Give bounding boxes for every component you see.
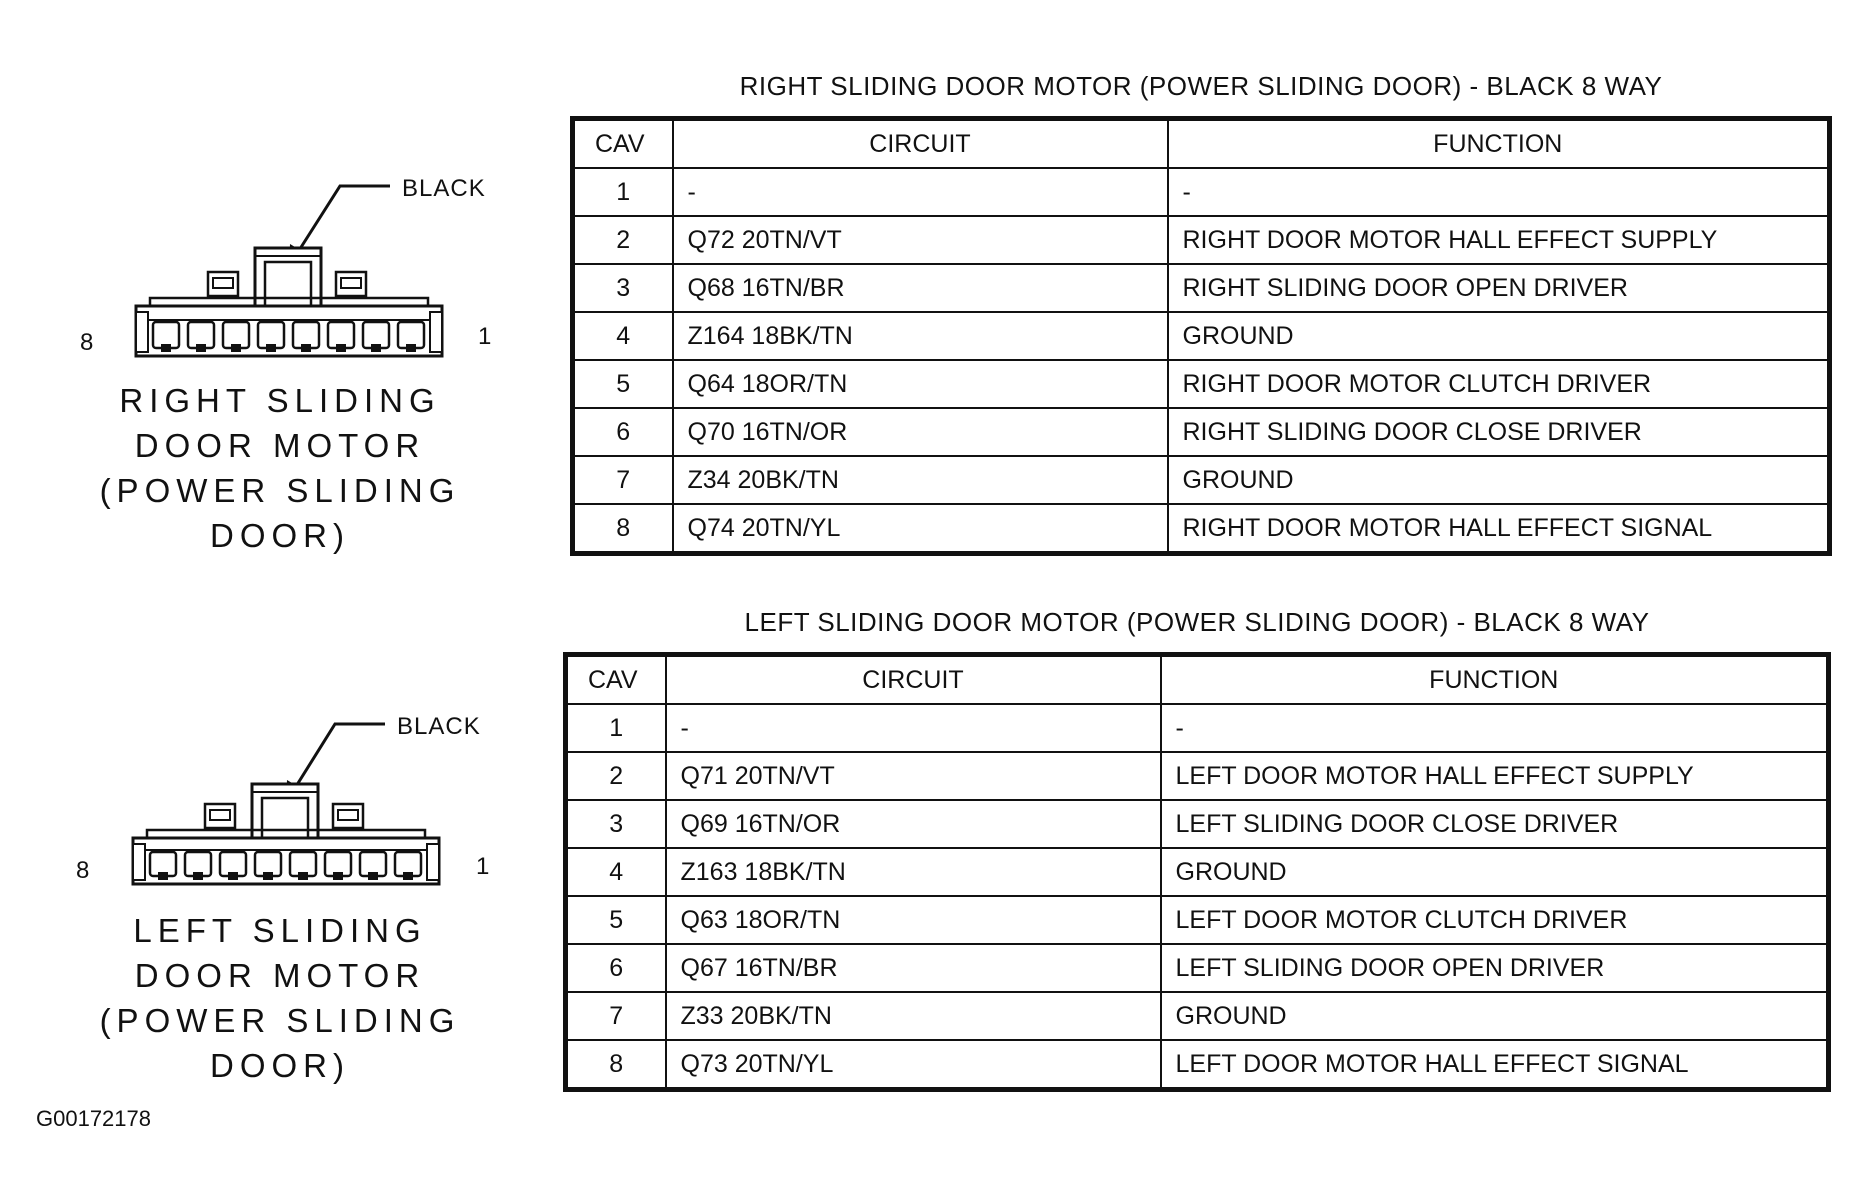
function-cell: RIGHT SLIDING DOOR OPEN DRIVER xyxy=(1166,263,1831,313)
pin-right-label: 1 xyxy=(478,323,491,350)
cav-cell: 2 xyxy=(564,751,667,801)
connector-color-label: BLACK xyxy=(397,713,481,740)
function-cell: - xyxy=(1166,167,1831,217)
function-cell: RIGHT SLIDING DOOR CLOSE DRIVER xyxy=(1166,407,1831,457)
circuit-cell: - xyxy=(664,703,1162,753)
cav-cell: 5 xyxy=(564,895,667,945)
table-header-row: CAV CIRCUIT FUNCTION xyxy=(564,653,1830,705)
function-cell: RIGHT DOOR MOTOR CLUTCH DRIVER xyxy=(1166,359,1831,409)
circuit-cell: Z33 20BK/TN xyxy=(664,991,1162,1041)
function-cell: GROUND xyxy=(1166,455,1831,505)
header-circuit: CIRCUIT xyxy=(664,653,1162,705)
circuit-cell: Z34 20BK/TN xyxy=(671,455,1169,505)
connector-title-line-3: (POWER SLIDING DOOR) xyxy=(99,472,461,554)
cav-cell: 8 xyxy=(571,503,674,555)
header-cav: CAV xyxy=(564,653,667,705)
table-row: 1-- xyxy=(571,167,1831,217)
table-header-row: CAV CIRCUIT FUNCTION xyxy=(571,117,1831,169)
circuit-cell: Q64 18OR/TN xyxy=(671,359,1169,409)
function-cell: LEFT DOOR MOTOR CLUTCH DRIVER xyxy=(1159,895,1830,945)
function-cell: RIGHT DOOR MOTOR HALL EFFECT SIGNAL xyxy=(1166,503,1831,555)
header-circuit: CIRCUIT xyxy=(671,117,1169,169)
circuit-cell: Q67 16TN/BR xyxy=(664,943,1162,993)
header-function: FUNCTION xyxy=(1166,117,1831,169)
cav-cell: 1 xyxy=(564,703,667,753)
circuit-cell: Q71 20TN/VT xyxy=(664,751,1162,801)
function-cell: LEFT DOOR MOTOR HALL EFFECT SUPPLY xyxy=(1159,751,1830,801)
left-connector-figure: BLACK xyxy=(40,690,520,1088)
circuit-cell: - xyxy=(671,167,1169,217)
function-cell: LEFT DOOR MOTOR HALL EFFECT SIGNAL xyxy=(1159,1039,1830,1091)
circuit-cell: Q74 20TN/YL xyxy=(671,503,1169,555)
function-cell: - xyxy=(1159,703,1830,753)
connector-color-label: BLACK xyxy=(402,175,486,202)
cav-cell: 5 xyxy=(571,359,674,409)
cav-cell: 4 xyxy=(564,847,667,897)
header-function: FUNCTION xyxy=(1159,653,1830,705)
circuit-cell: Z164 18BK/TN xyxy=(671,311,1169,361)
figure-id: G00172178 xyxy=(36,1106,151,1131)
function-cell: GROUND xyxy=(1159,991,1830,1041)
function-cell: LEFT SLIDING DOOR OPEN DRIVER xyxy=(1159,943,1830,993)
connector-title: LEFT SLIDING DOOR MOTOR (POWER SLIDING D… xyxy=(40,908,520,1088)
connector-title-line-3: (POWER SLIDING DOOR) xyxy=(99,1002,461,1084)
connector-title-line-2: DOOR MOTOR xyxy=(134,957,426,994)
circuit-cell: Q70 16TN/OR xyxy=(671,407,1169,457)
function-cell: GROUND xyxy=(1166,311,1831,361)
cav-cell: 1 xyxy=(571,167,674,217)
circuit-cell: Q72 20TN/VT xyxy=(671,215,1169,265)
circuit-cell: Z163 18BK/TN xyxy=(664,847,1162,897)
circuit-cell: Q68 16TN/BR xyxy=(671,263,1169,313)
header-cav: CAV xyxy=(571,117,674,169)
cav-cell: 7 xyxy=(564,991,667,1041)
right-connector-figure: BLACK xyxy=(40,160,520,558)
function-cell: RIGHT DOOR MOTOR HALL EFFECT SUPPLY xyxy=(1166,215,1831,265)
cav-cell: 3 xyxy=(564,799,667,849)
circuit-cell: Q63 18OR/TN xyxy=(664,895,1162,945)
pin-right-label: 1 xyxy=(476,853,489,880)
circuit-cell: Q73 20TN/YL xyxy=(664,1039,1162,1091)
cav-cell: 8 xyxy=(564,1039,667,1091)
pin-left-label: 8 xyxy=(76,857,89,884)
table-title: LEFT SLIDING DOOR MOTOR (POWER SLIDING D… xyxy=(744,607,1650,637)
connector-title-line-1: RIGHT SLIDING xyxy=(119,382,441,419)
connector-title-line-1: LEFT SLIDING xyxy=(133,912,427,949)
connector-title-line-2: DOOR MOTOR xyxy=(134,427,426,464)
circuit-cell: Q69 16TN/OR xyxy=(664,799,1162,849)
pin-left-label: 8 xyxy=(80,329,93,356)
right-pinout-section: RIGHT SLIDING DOOR MOTOR (POWER SLIDING … xyxy=(570,70,1832,556)
cav-cell: 6 xyxy=(564,943,667,993)
right-connector-icon: BLACK xyxy=(80,175,491,358)
cav-cell: 2 xyxy=(571,215,674,265)
cav-cell: 7 xyxy=(571,455,674,505)
table-row: 1-- xyxy=(564,703,1830,753)
left-connector-icon: BLACK xyxy=(76,713,489,886)
cav-cell: 6 xyxy=(571,407,674,457)
connector-title: RIGHT SLIDING DOOR MOTOR (POWER SLIDING … xyxy=(40,378,520,558)
left-pinout-section: LEFT SLIDING DOOR MOTOR (POWER SLIDING D… xyxy=(563,606,1831,1092)
function-cell: GROUND xyxy=(1159,847,1830,897)
cav-cell: 4 xyxy=(571,311,674,361)
function-cell: LEFT SLIDING DOOR CLOSE DRIVER xyxy=(1159,799,1830,849)
table-title: RIGHT SLIDING DOOR MOTOR (POWER SLIDING … xyxy=(739,71,1663,101)
cav-cell: 3 xyxy=(571,263,674,313)
